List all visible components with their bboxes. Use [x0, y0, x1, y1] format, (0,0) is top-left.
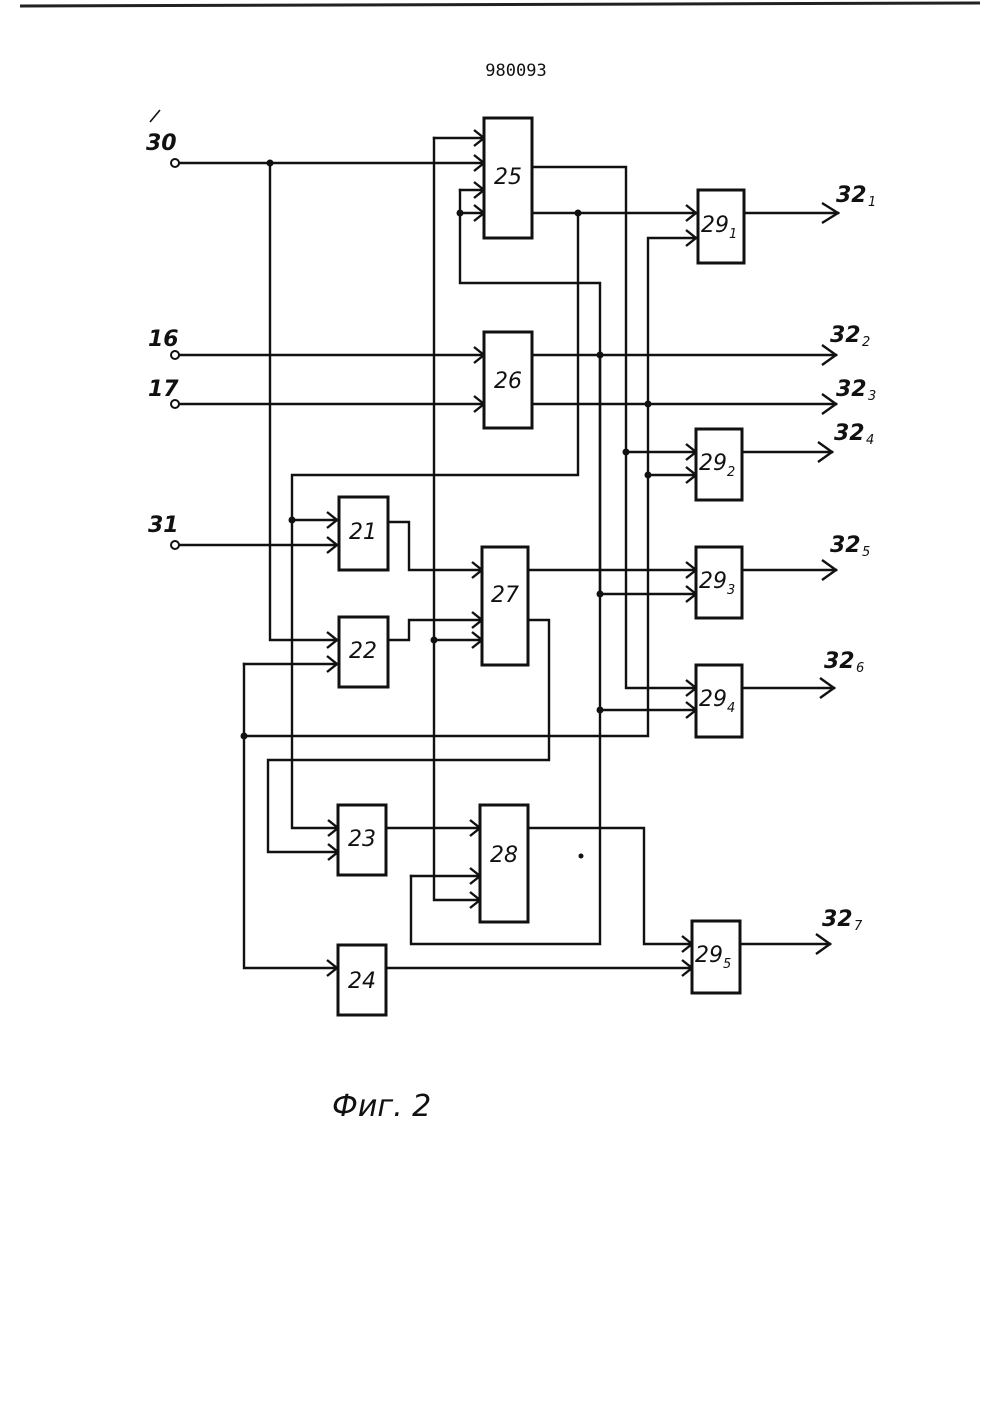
arrowheads — [327, 130, 838, 976]
figure-caption: Фиг. 2 — [332, 1089, 431, 1124]
output-label-32-1: 32 1 — [836, 183, 876, 210]
svg-text:16: 16 — [148, 327, 179, 352]
svg-text:5: 5 — [862, 545, 870, 560]
block-23: 23 — [338, 805, 386, 875]
svg-text:30: 30 — [146, 131, 177, 156]
svg-text:4: 4 — [866, 433, 874, 448]
svg-text:27: 27 — [491, 583, 519, 608]
svg-text:29: 29 — [699, 569, 727, 594]
block-22: 22 — [339, 617, 388, 687]
svg-text:24: 24 — [348, 969, 376, 994]
svg-text:25: 25 — [494, 165, 522, 190]
svg-text:3: 3 — [868, 389, 876, 404]
block-29-2: 29 2 — [696, 429, 742, 500]
output-label-32-3: 32 3 — [836, 377, 876, 404]
svg-text:7: 7 — [854, 919, 863, 934]
svg-text:32: 32 — [830, 533, 861, 558]
svg-text:32: 32 — [834, 421, 865, 446]
output-label-32-4: 32 4 — [834, 421, 874, 448]
svg-text:29: 29 — [699, 687, 727, 712]
svg-text:32: 32 — [830, 323, 861, 348]
svg-text:22: 22 — [349, 639, 377, 664]
svg-text:32: 32 — [836, 377, 867, 402]
patent-number: 980093 — [485, 61, 546, 81]
svg-text:23: 23 — [348, 827, 376, 852]
svg-text:31: 31 — [148, 513, 179, 538]
svg-text:26: 26 — [494, 369, 522, 394]
block-29-5: 29 5 — [692, 921, 740, 993]
svg-text:17: 17 — [148, 377, 179, 402]
svg-text:32: 32 — [836, 183, 867, 208]
svg-text:1: 1 — [729, 227, 737, 242]
block-26: 26 — [484, 332, 532, 428]
output-label-32-7: 32 7 — [822, 907, 863, 934]
block-28: 28 — [480, 805, 528, 922]
svg-text:29: 29 — [699, 451, 727, 476]
input-terminal-30: 30 — [146, 110, 179, 167]
junction-dots — [241, 160, 652, 859]
block-29-1: 29 1 — [698, 190, 744, 263]
svg-text:5: 5 — [723, 957, 731, 972]
block-27: 27 — [482, 547, 528, 665]
block-24: 24 — [338, 945, 386, 1015]
svg-text:1: 1 — [868, 195, 876, 210]
svg-text:32: 32 — [824, 649, 855, 674]
block-25: 25 — [484, 118, 532, 238]
svg-text:3: 3 — [727, 583, 735, 598]
output-label-32-5: 32 5 — [830, 533, 870, 560]
block-29-4: 29 4 — [696, 665, 742, 737]
block-29-3: 29 3 — [696, 547, 742, 618]
output-label-32-2: 32 2 — [830, 323, 870, 350]
svg-text:6: 6 — [856, 661, 864, 676]
svg-text:29: 29 — [695, 943, 723, 968]
input-terminal-16: 16 — [148, 327, 179, 359]
output-label-32-6: 32 6 — [824, 649, 864, 676]
input-terminal-31: 31 — [148, 513, 179, 549]
svg-text:4: 4 — [727, 701, 735, 716]
svg-text:32: 32 — [822, 907, 853, 932]
svg-text:21: 21 — [349, 520, 377, 545]
input-terminal-17: 17 — [148, 377, 179, 408]
svg-text:2: 2 — [862, 335, 870, 350]
svg-text:29: 29 — [701, 213, 729, 238]
block-21: 21 — [339, 497, 388, 570]
svg-text:2: 2 — [727, 465, 735, 480]
page-top-edge — [20, 3, 980, 6]
svg-text:28: 28 — [490, 843, 518, 868]
